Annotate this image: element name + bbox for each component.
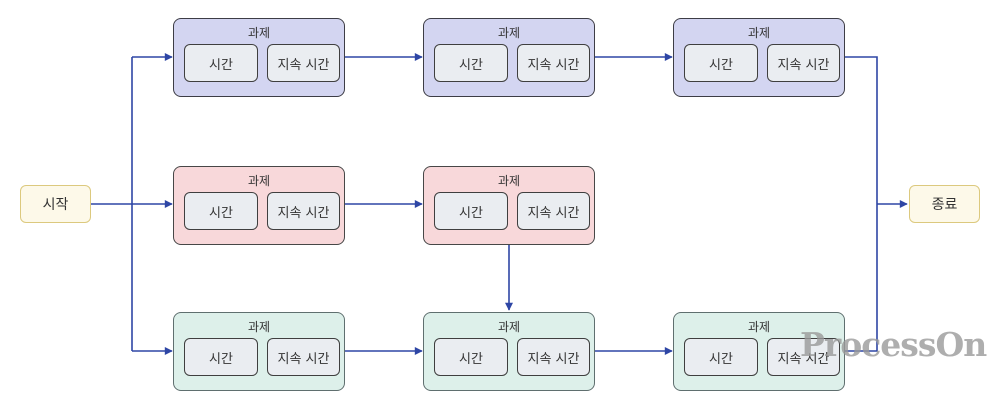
task-group-middle-2[interactable]: 과제 시간 지속 시간	[423, 166, 595, 245]
duration-box[interactable]: 지속 시간	[267, 192, 340, 230]
task-group-label: 과제	[247, 26, 271, 40]
task-group-middle-1[interactable]: 과제 시간 지속 시간	[173, 166, 345, 245]
task-group-label: 과제	[497, 320, 521, 334]
duration-box[interactable]: 지속 시간	[267, 338, 340, 376]
time-box[interactable]: 시간	[184, 44, 258, 82]
duration-box[interactable]: 지속 시간	[517, 338, 590, 376]
task-group-bottom-3[interactable]: 과제 시간 지속 시간	[673, 312, 845, 391]
time-box[interactable]: 시간	[434, 44, 508, 82]
task-group-label: 과제	[247, 174, 271, 188]
time-box[interactable]: 시간	[184, 338, 258, 376]
task-group-bottom-1[interactable]: 과제 시간 지속 시간	[173, 312, 345, 391]
time-box[interactable]: 시간	[184, 192, 258, 230]
time-box[interactable]: 시간	[684, 44, 758, 82]
task-group-label: 과제	[247, 320, 271, 334]
task-group-label: 과제	[497, 174, 521, 188]
task-group-label: 과제	[497, 26, 521, 40]
time-box[interactable]: 시간	[434, 192, 508, 230]
duration-box[interactable]: 지속 시간	[767, 44, 840, 82]
task-group-top-1[interactable]: 과제 시간 지속 시간	[173, 18, 345, 97]
time-box[interactable]: 시간	[684, 338, 758, 376]
task-group-label: 과제	[747, 26, 771, 40]
task-group-label: 과제	[747, 320, 771, 334]
task-group-bottom-2[interactable]: 과제 시간 지속 시간	[423, 312, 595, 391]
end-node[interactable]: 종료	[909, 185, 980, 223]
connector-merge-vertical	[845, 56, 878, 352]
task-group-top-3[interactable]: 과제 시간 지속 시간	[673, 18, 845, 97]
duration-box[interactable]: 지속 시간	[517, 44, 590, 82]
time-box[interactable]: 시간	[434, 338, 508, 376]
duration-box[interactable]: 지속 시간	[767, 338, 840, 376]
duration-box[interactable]: 지속 시간	[517, 192, 590, 230]
start-node[interactable]: 시작	[20, 185, 91, 223]
task-group-top-2[interactable]: 과제 시간 지속 시간	[423, 18, 595, 97]
duration-box[interactable]: 지속 시간	[267, 44, 340, 82]
